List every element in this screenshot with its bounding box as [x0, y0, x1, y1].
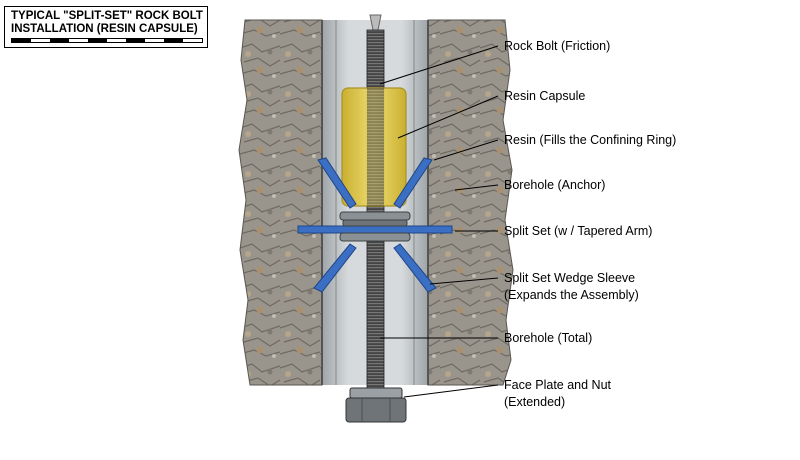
- label-wedge-sleeve-line-1: Split Set Wedge Sleeve: [504, 271, 635, 285]
- callout-labels: Rock Bolt (Friction) Resin Capsule Resin…: [504, 39, 676, 409]
- label-rock-bolt: Rock Bolt (Friction): [504, 39, 610, 53]
- split-set-rings: [339, 211, 411, 242]
- svg-text:Resin (Fills the Confining Rin: Resin (Fills the Confining Ring): [504, 133, 676, 147]
- rock-right: [427, 19, 514, 386]
- title-block: TYPICAL "SPLIT-SET" ROCK BOLT INSTALLATI…: [4, 6, 208, 48]
- title-scale-bar: [11, 38, 203, 43]
- label-face-plate-line-2: (Extended): [504, 395, 565, 409]
- rock-left: [238, 19, 323, 386]
- svg-text:Resin Capsule: Resin Capsule: [504, 89, 585, 103]
- svg-text:Borehole (Anchor): Borehole (Anchor): [504, 178, 605, 192]
- svg-text:Face Plate and Nut: Face Plate and Nut: [504, 378, 612, 392]
- svg-text:Rock Bolt (Friction): Rock Bolt (Friction): [504, 39, 610, 53]
- title-line-2: INSTALLATION (RESIN CAPSULE): [11, 23, 198, 35]
- svg-text:(Expands the Assembly): (Expands the Assembly): [504, 288, 639, 302]
- label-wedge-sleeve-line-2: (Expands the Assembly): [504, 288, 639, 302]
- label-resin-capsule: Resin Capsule: [504, 89, 585, 103]
- svg-text:(Extended): (Extended): [504, 395, 565, 409]
- face-plate-and-nut: [345, 387, 407, 423]
- svg-text:Borehole (Total): Borehole (Total): [504, 331, 592, 345]
- label-resin: Resin (Fills the Confining Ring): [504, 133, 676, 147]
- split-set: [297, 157, 453, 293]
- label-borehole-anchor: Borehole (Anchor): [504, 178, 605, 192]
- title-line-1: TYPICAL "SPLIT-SET" ROCK BOLT: [11, 10, 203, 22]
- svg-text:Split Set Wedge Sleeve: Split Set Wedge Sleeve: [504, 271, 635, 285]
- leader-lines: [379, 45, 499, 398]
- label-face-plate-line-1: Face Plate and Nut: [504, 378, 612, 392]
- svg-text:Split Set (w / Tapered Arm): Split Set (w / Tapered Arm): [504, 224, 652, 238]
- label-split-set: Split Set (w / Tapered Arm): [504, 224, 652, 238]
- label-borehole-total: Borehole (Total): [504, 331, 592, 345]
